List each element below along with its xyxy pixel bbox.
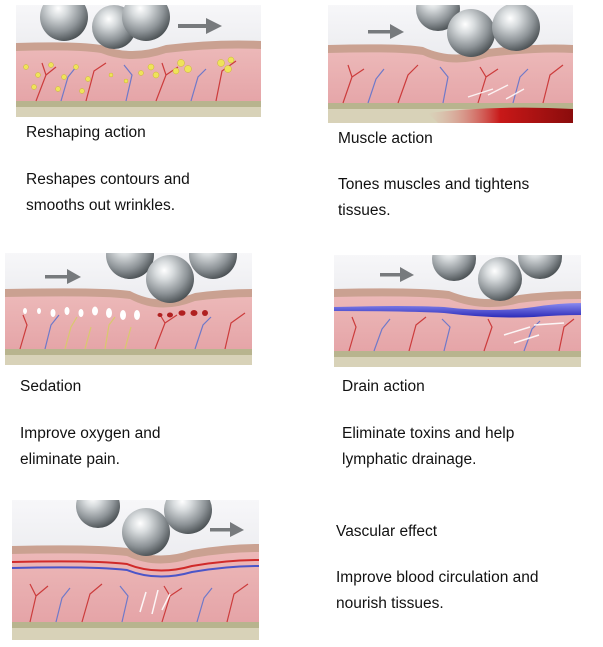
item-description-line: lymphatic drainage. xyxy=(342,451,477,468)
item-description-line: tissues. xyxy=(338,202,391,219)
illustration-drain xyxy=(334,255,581,367)
item-title: Sedation xyxy=(20,378,82,395)
arrow-right-icon xyxy=(178,18,222,34)
item-description-line: smooths out wrinkles. xyxy=(26,197,176,214)
item-description: Improve oxygen and eliminate pain. xyxy=(20,421,160,473)
arrow-right-icon xyxy=(45,269,81,284)
item-title: Vascular effect xyxy=(336,523,438,540)
item-title: Reshaping action xyxy=(26,124,146,141)
illustration-reshaping xyxy=(16,5,261,117)
item-description-line: Reshapes contours and xyxy=(26,171,190,188)
item-description-line: Eliminate toxins and help xyxy=(342,425,515,442)
item-description: Improve blood circulation and nourish ti… xyxy=(336,565,538,617)
illustration-vascular xyxy=(12,500,259,640)
item-description-line: Improve blood circulation and xyxy=(336,569,539,586)
item-description-line: nourish tissues. xyxy=(336,595,444,612)
illustration-sedation xyxy=(5,253,252,365)
arrow-right-icon xyxy=(210,522,244,537)
arrow-right-icon xyxy=(368,24,404,39)
item-description: Reshapes contours and smooths out wrinkl… xyxy=(26,167,190,219)
item-description-line: Tones muscles and tightens xyxy=(338,176,530,193)
item-description-line: Improve oxygen and xyxy=(20,425,161,442)
arrow-right-icon xyxy=(380,267,414,282)
illustration-muscle xyxy=(328,5,573,123)
item-description-line: eliminate pain. xyxy=(20,451,120,468)
item-title: Drain action xyxy=(342,378,425,395)
item-title: Muscle action xyxy=(338,130,433,147)
item-description: Tones muscles and tightens tissues. xyxy=(338,172,529,224)
item-description: Eliminate toxins and help lymphatic drai… xyxy=(342,421,514,473)
